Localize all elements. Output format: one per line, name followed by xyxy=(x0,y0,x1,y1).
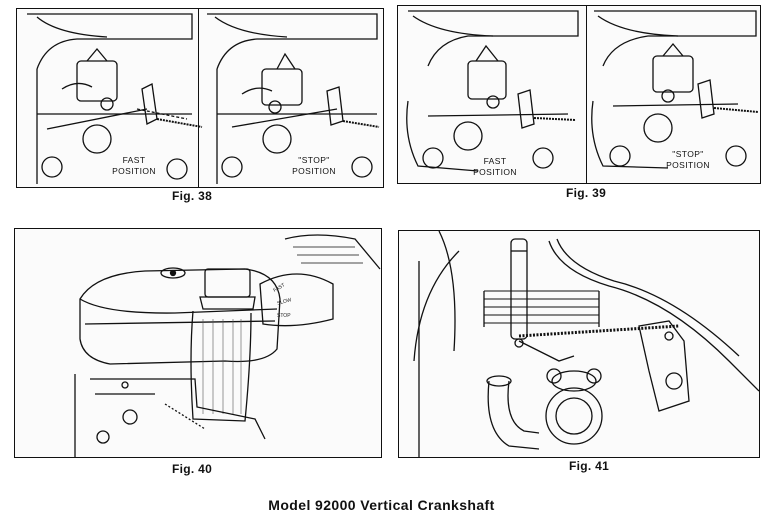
fig-38-right-label-line1: "STOP" xyxy=(298,155,330,165)
fig-41-illustration xyxy=(413,231,759,457)
fig-39-left-label-line1: FAST xyxy=(483,156,507,166)
fig-40-caption: Fig. 40 xyxy=(172,462,213,476)
fig-40-dial-stop: STOP xyxy=(277,313,291,319)
fig-39-right-label-line2: POSITION xyxy=(666,160,710,170)
fig-38-left-position-label: FAST POSITION xyxy=(99,155,169,177)
fig-39-left-label-line2: POSITION xyxy=(473,167,517,177)
fig-38-left-label-line1: FAST xyxy=(122,155,146,165)
fig-41-panel xyxy=(398,230,760,458)
fig-38-left-label-line2: POSITION xyxy=(112,166,156,176)
fig-38-caption: Fig. 38 xyxy=(172,189,213,203)
fig-39-caption: Fig. 39 xyxy=(566,186,607,200)
fig-39-panel: FAST POSITION "STOP" POSITION xyxy=(397,5,761,184)
fig-38-right-label-line2: POSITION xyxy=(292,166,336,176)
fig-38-illustration xyxy=(27,13,380,184)
fig-40-illustration xyxy=(74,234,381,457)
fig-39-illustration xyxy=(406,10,759,172)
fig-40-panel: FAST SLOW STOP xyxy=(14,228,382,458)
fig-38-right-position-label: "STOP" POSITION xyxy=(279,155,349,177)
fig-39-right-label-line1: "STOP" xyxy=(672,149,704,159)
fig-39-left-position-label: FAST POSITION xyxy=(460,156,530,178)
fig-39-divider xyxy=(586,6,587,183)
fig-39-right-position-label: "STOP" POSITION xyxy=(653,149,723,171)
page-title: Model 92000 Vertical Crankshaft xyxy=(268,497,495,513)
fig-41-caption: Fig. 41 xyxy=(569,459,610,473)
fig-38-divider xyxy=(198,9,199,187)
fig-38-panel: FAST POSITION "STOP" POSITION xyxy=(16,8,384,188)
